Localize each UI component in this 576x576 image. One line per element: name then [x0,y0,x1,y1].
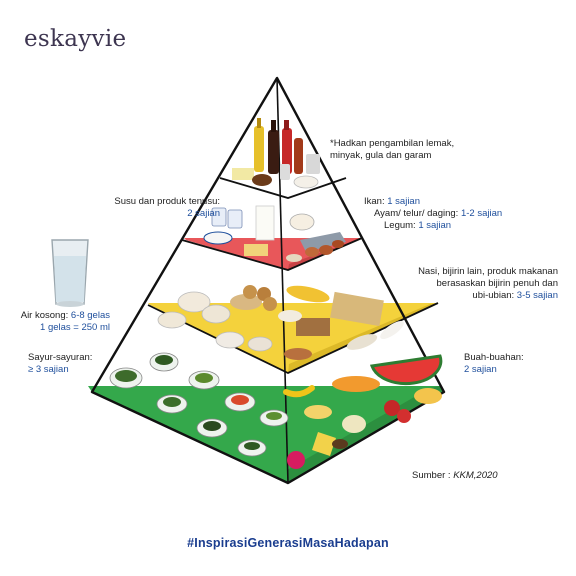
brand-logo: eskayvie [24,26,127,52]
bottom-tier-foods [109,352,443,469]
separator-3 [147,302,439,374]
protein-legume: Legum: 1 sajian [364,220,560,232]
source-credit: Sumber : KKM,2020 [412,470,498,481]
dairy-label: Susu dan produk tenusu: 2 sajian [48,196,220,220]
fruits-value: 2 sajian [464,364,497,375]
grains-line-2: berasaskan bijirin penuh dan [436,278,558,289]
protein-meat: Ayam/ telur/ daging: 1-2 sajian [364,208,560,220]
fish-value: 1 sajian [387,196,420,207]
third-tier-foods [157,285,404,360]
water-value: 6-8 gelas [70,310,110,321]
dairy-value: 2 sajian [187,208,220,219]
water-label: Air kosong: 6-8 gelas 1 gelas = 250 ml [6,310,110,334]
fruits-label-text: Buah-buahan: [464,352,524,363]
hashtag-tagline: #InspirasiGenerasiMasaHadapan [187,536,389,550]
protein-fish: Ikan: 1 sajian [364,196,560,208]
source-label: Sumber : [412,470,454,481]
meat-value: 1-2 sajian [460,208,503,219]
source-value: KKM,2020 [453,470,498,481]
second-tier-foods [203,205,346,262]
meat-label: Ayam/ telur/ daging: [374,208,461,219]
vegetables-label: Sayur-sayuran: ≥ 3 sajian [28,352,128,376]
grains-line-3: ubi-ubian: [472,290,517,301]
vegetables-value: ≥ 3 sajian [28,364,69,375]
fish-label: Ikan: [364,196,388,207]
vegetables-label-text: Sayur-sayuran: [28,352,93,363]
protein-label: Ikan: 1 sajian Ayam/ telur/ daging: 1-2 … [364,196,560,232]
top-tier-foods [232,118,320,189]
legume-label: Legum: [384,220,419,231]
fruits-label: Buah-buahan: 2 sajian [464,352,554,376]
top-tier-note-text: *Hadkan pengambilan lemak, minyak, gula … [330,138,455,161]
legume-value: 1 sajian [418,220,452,231]
dairy-label-text: Susu dan produk tenusu: [114,196,220,207]
grains-value: 3-5 sajian [516,290,558,301]
separator-1 [219,177,347,199]
water-label-text: Air kosong: [20,310,71,321]
grains-line-1: Nasi, bijirin lain, produk makanan [418,266,558,277]
top-tier-note: *Hadkan pengambilan lemak, minyak, gula … [330,138,470,162]
separator-2 [181,237,363,271]
water-volume: 1 gelas = 250 ml [40,322,110,333]
grains-label: Nasi, bijirin lain, produk makanan beras… [398,266,558,302]
water-glass-icon [51,239,89,307]
